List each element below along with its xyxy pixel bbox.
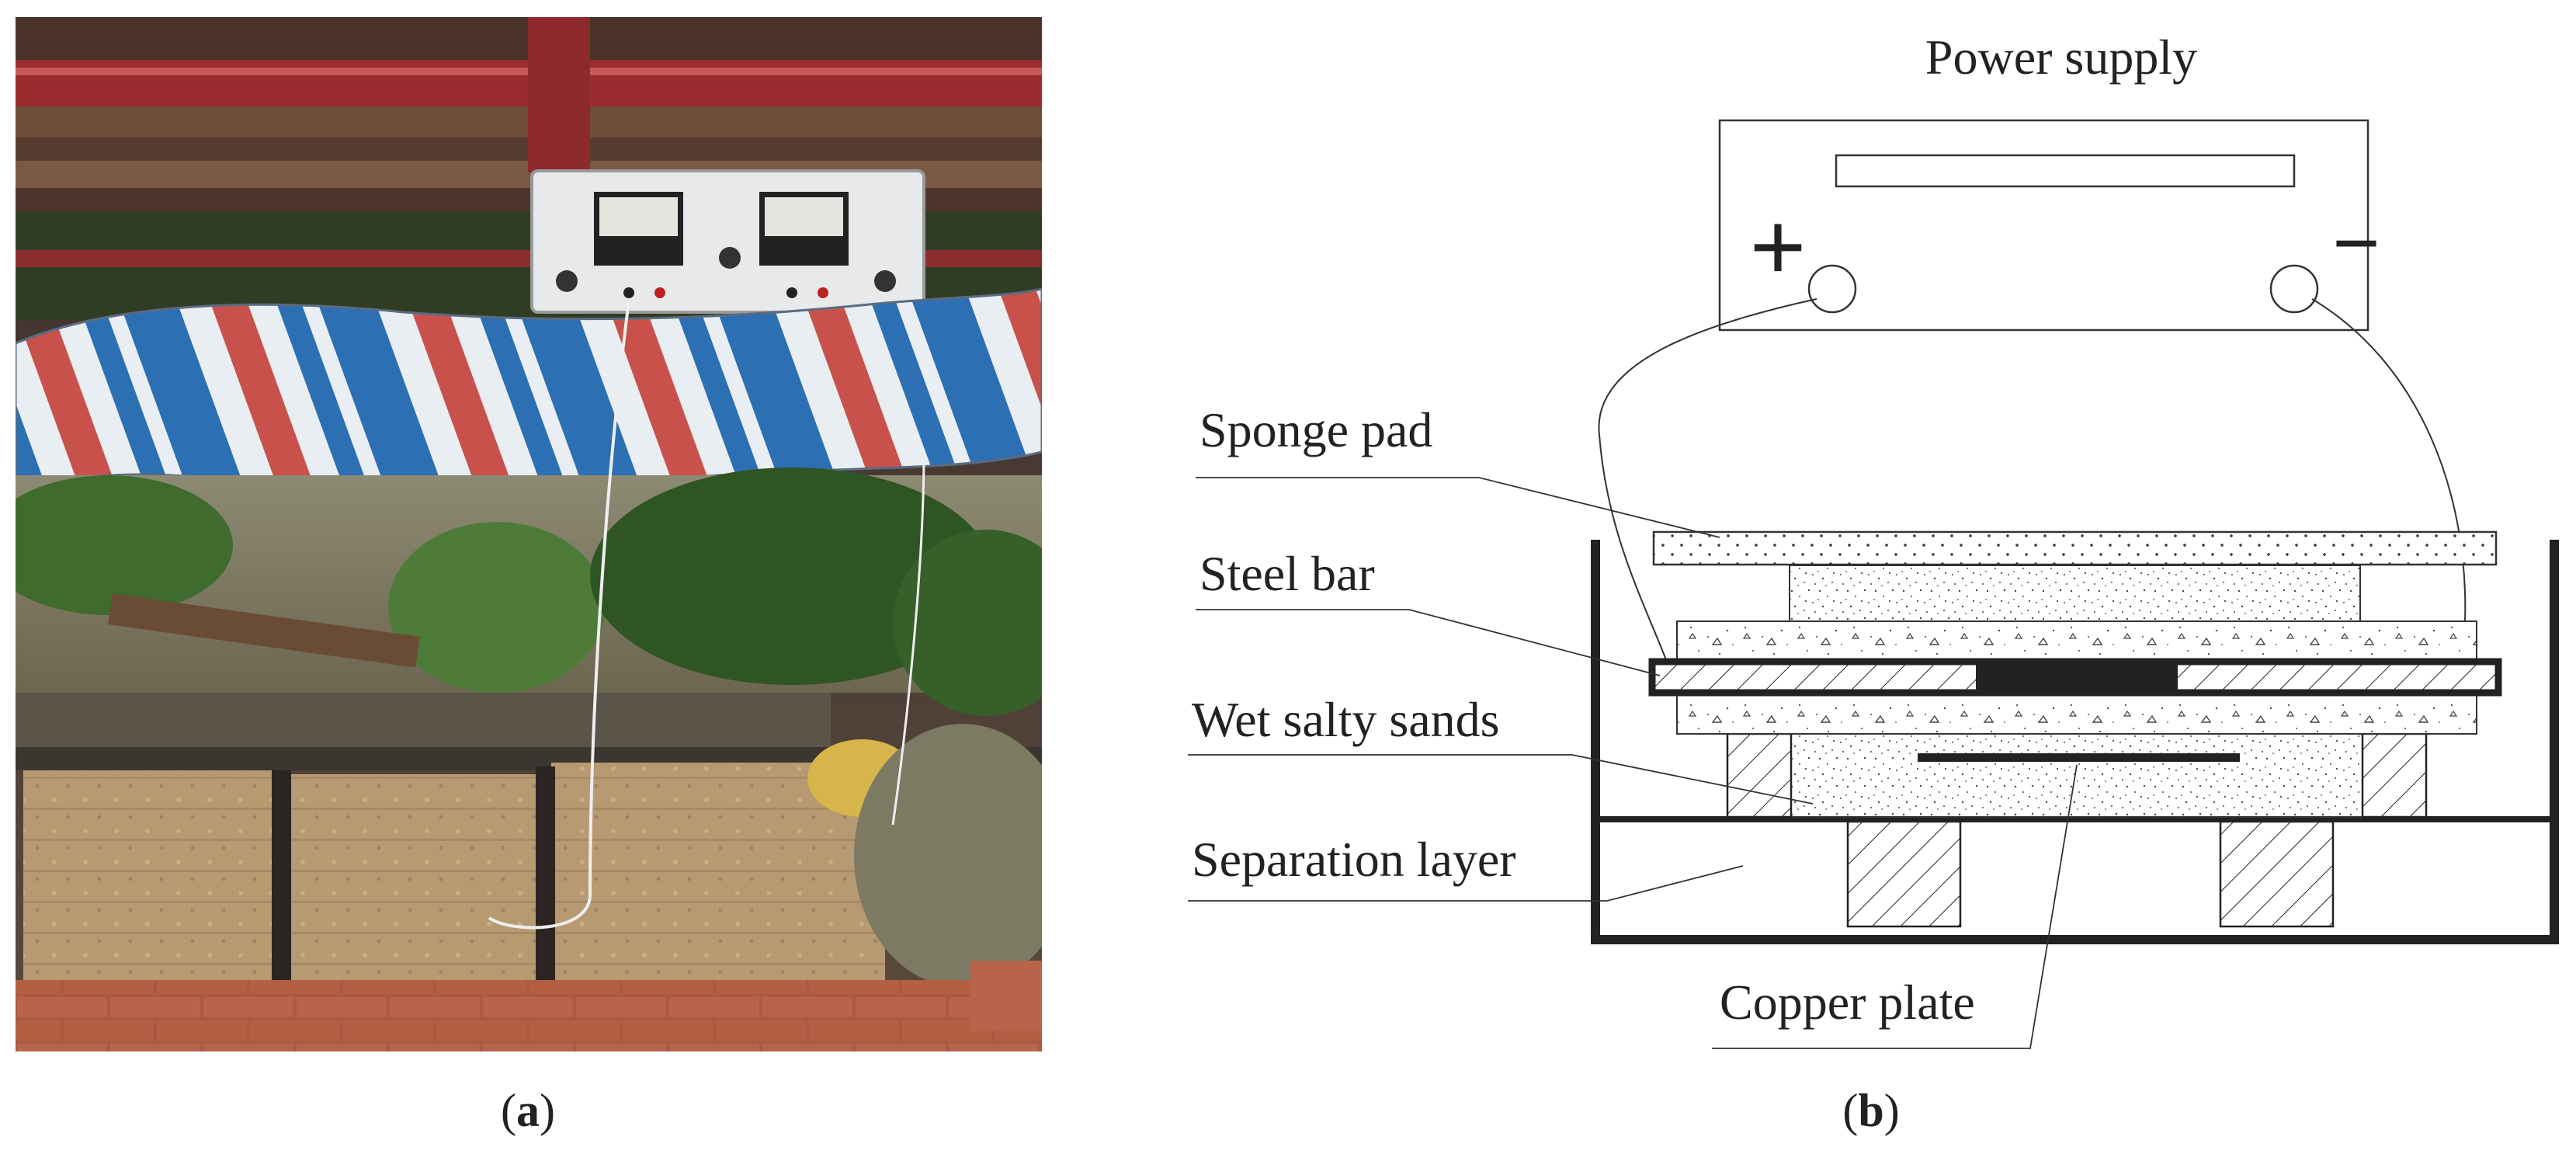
support-block-upper-right: [2361, 732, 2428, 819]
support-block-lower-left: [1846, 820, 1962, 928]
wet-salty-sands-label: Wet salty sands: [1192, 692, 1500, 747]
support-block-upper-left: [1726, 732, 1793, 819]
brick-wall: [16, 980, 1042, 1051]
sand-tray-left: [23, 770, 272, 1003]
foliage: [16, 475, 233, 615]
copper-plate: [1918, 753, 2240, 762]
copper-plate-label: Copper plate: [1720, 975, 1975, 1030]
positive-wire: [1598, 298, 1817, 669]
separation-layer-label: Separation layer: [1192, 832, 1516, 887]
sponge-pad-leader: [1196, 477, 1720, 538]
copper-plate-leader: [1712, 764, 2078, 1049]
separation-layer-leader: [1188, 865, 1744, 902]
support-block-lower-right: [2219, 820, 2335, 928]
experiment-photo: [16, 17, 1042, 1051]
steel-bar-exposed-section: [1976, 662, 2178, 693]
caption-b: (b): [1842, 1085, 1900, 1136]
sand-tray-middle: [241, 774, 551, 1007]
wet-salty-sands-leader: [1188, 754, 1814, 805]
power-supply-display: [1835, 154, 2296, 188]
sponge-pad: [1652, 530, 2498, 566]
negative-terminal-symbol: −: [2332, 196, 2381, 290]
steel-bar-leader: [1196, 609, 1661, 676]
sponge-pad-label: Sponge pad: [1199, 402, 1432, 457]
positive-terminal-symbol: +: [1749, 192, 1807, 304]
concrete-top-block: [1789, 565, 2361, 622]
steel-bar-label: Steel bar: [1199, 546, 1375, 601]
caption-a: (a): [501, 1085, 555, 1136]
power-supply-label: Power supply: [1925, 30, 2197, 85]
negative-terminal: [2269, 264, 2319, 314]
power-supply-device: [530, 169, 925, 314]
container-tank: [1591, 540, 2559, 944]
positive-terminal: [1807, 264, 1857, 314]
wet-salty-sands: [1789, 733, 2369, 818]
